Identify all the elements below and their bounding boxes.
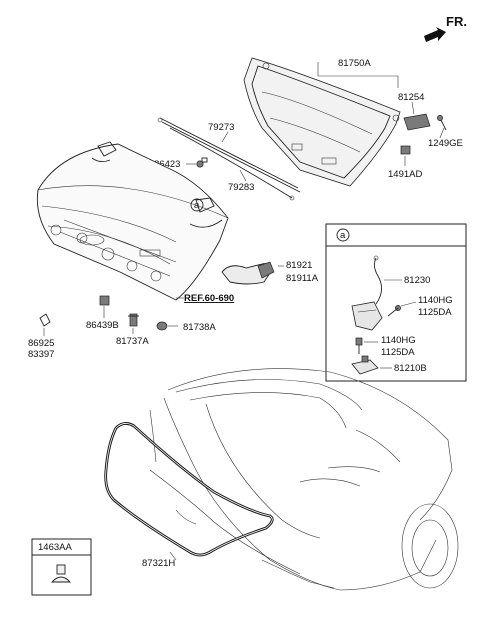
label-79273: 79273	[208, 122, 234, 133]
car-body-rear	[149, 368, 453, 591]
bolt-1140HG-upper-icon	[387, 305, 401, 317]
latch-81230	[351, 255, 383, 331]
label-81254: 81254	[398, 92, 424, 103]
label-81911A: 81911A	[286, 273, 319, 284]
rear-wheel	[401, 503, 459, 589]
trunk-hinge-right	[189, 197, 223, 228]
label-1140HG-2: 1140HG	[381, 335, 416, 346]
bolt-1140HG-lower-icon	[355, 337, 363, 354]
label-87321H: 87321H	[142, 558, 175, 569]
label-81738A: 81738A	[183, 322, 216, 333]
trunk-handle-part	[403, 113, 431, 131]
label-1491AD: 1491AD	[388, 169, 422, 180]
part-box-1463AA	[31, 538, 92, 596]
striker-81210B	[351, 355, 379, 375]
label-81921: 81921	[286, 260, 312, 271]
grommet-86925-icon	[39, 313, 51, 327]
label-1249GE: 1249GE	[428, 138, 463, 149]
label-1125DA-2: 1125DA	[381, 347, 415, 358]
trunk-hinge-left	[91, 141, 117, 163]
latch-actuator-81921	[221, 261, 275, 285]
emblem-86439B-icon	[99, 295, 110, 306]
label-86439B: 86439B	[86, 320, 119, 331]
ref-label: REF.60-690	[184, 293, 234, 304]
screw-1249GE-icon	[437, 115, 447, 131]
trunk-lid-trim	[243, 57, 401, 187]
detail-box-a: a	[325, 223, 467, 382]
label-81737A: 81737A	[116, 336, 149, 347]
clip-1491AD-icon	[400, 145, 411, 155]
label-81750A: 81750A	[338, 58, 371, 69]
label-79283: 79283	[228, 182, 254, 193]
label-81230: 81230	[404, 275, 430, 286]
detail-box-letter: a	[340, 230, 346, 241]
trunk-lid-panel	[36, 143, 229, 301]
bumper-81738A-icon	[156, 321, 168, 331]
label-1140HG-1: 1140HG	[418, 295, 453, 306]
label-1125DA-1: 1125DA	[418, 307, 452, 318]
label-1463AA: 1463AA	[38, 542, 72, 553]
label-83397: 83397	[28, 349, 54, 360]
callout-a-letter: a	[194, 200, 200, 211]
weatherstrip-87321H	[104, 422, 274, 557]
callout-a-marker: a	[190, 198, 204, 212]
label-81210B: 81210B	[394, 363, 427, 374]
torsion-bar-79283	[169, 127, 295, 201]
label-86423: 86423	[154, 159, 180, 170]
label-86925: 86925	[28, 338, 54, 349]
bumper-81737A-icon	[128, 313, 139, 327]
torsion-bar-79273	[157, 117, 301, 193]
clip-1463AA-icon	[50, 564, 72, 583]
bumper-86423-icon	[196, 157, 208, 168]
front-direction-label: FR.	[446, 14, 467, 29]
front-direction-icon	[424, 27, 446, 42]
